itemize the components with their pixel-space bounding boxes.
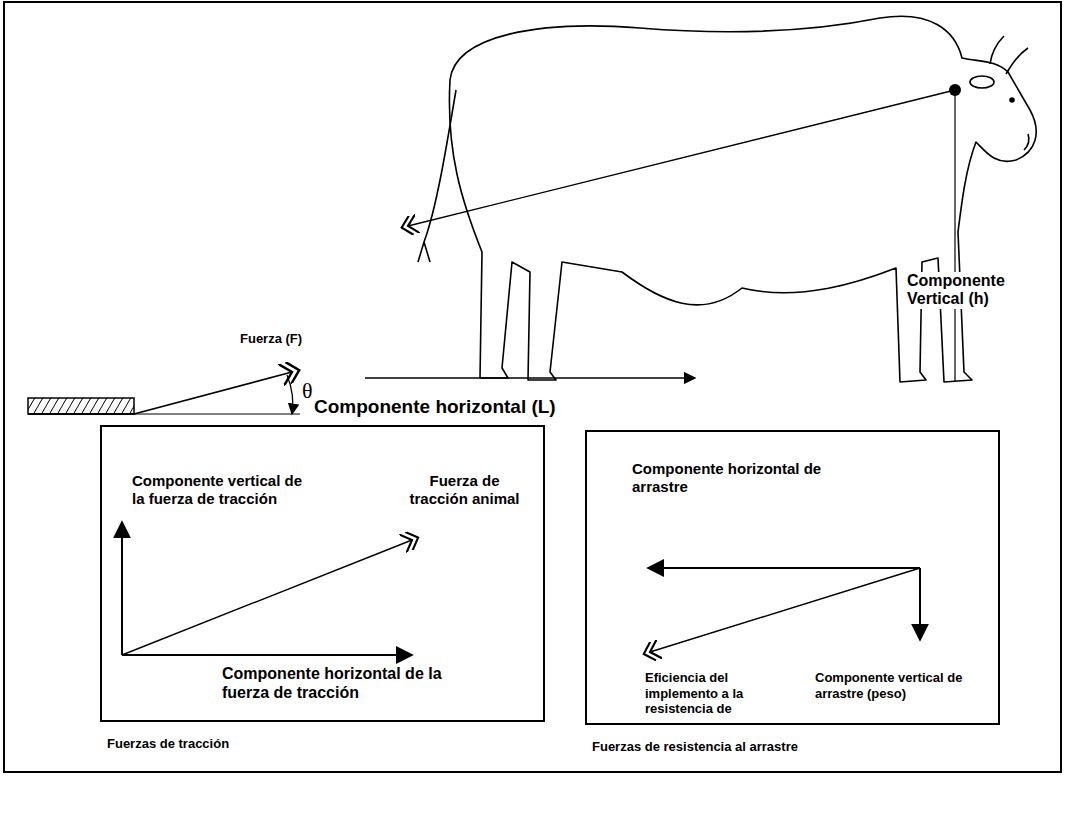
panel-caption: Fuerzas de resistencia al arrastre xyxy=(592,739,992,755)
ox xyxy=(418,16,1036,382)
vector-label: Fuerza de tracción animal xyxy=(402,472,527,508)
vector-resultant xyxy=(122,540,412,655)
vector-label: Componente horizontal de la fuerza de tr… xyxy=(222,664,492,702)
vector-label: Eficiencia del implemento a la resistenc… xyxy=(645,670,785,717)
force-label: Fuerza (F) xyxy=(238,332,304,347)
horizontal-line xyxy=(365,377,695,378)
vector-label: Componente vertical de arrastre (peso) xyxy=(815,670,990,701)
implement xyxy=(28,398,134,414)
vector-label: Componente vertical de la fuerza de trac… xyxy=(132,472,307,508)
panel-caption: Fuerzas de tracción xyxy=(107,736,527,752)
drag-horizontal xyxy=(648,567,920,569)
vertical-line xyxy=(954,94,955,382)
drag-resultant xyxy=(650,568,920,652)
force-label: Componente Vertical (h) xyxy=(905,272,1031,309)
vector-vertical xyxy=(121,522,123,655)
panel-box: Componente vertical de la fuerza de trac… xyxy=(100,425,545,722)
drag-vertical xyxy=(919,568,921,640)
angle-arc xyxy=(287,375,293,414)
vector-horizontal xyxy=(122,654,412,656)
vector-label: Componente horizontal de arrastre xyxy=(632,460,862,496)
traction-line xyxy=(408,90,955,226)
force-arrow xyxy=(134,372,292,414)
angle-base xyxy=(134,414,300,415)
panel-box: Componente horizontal de arrastreEficien… xyxy=(585,430,1000,725)
force-label: Componente horizontal (L) xyxy=(312,396,558,418)
outer-frame xyxy=(4,2,1061,772)
